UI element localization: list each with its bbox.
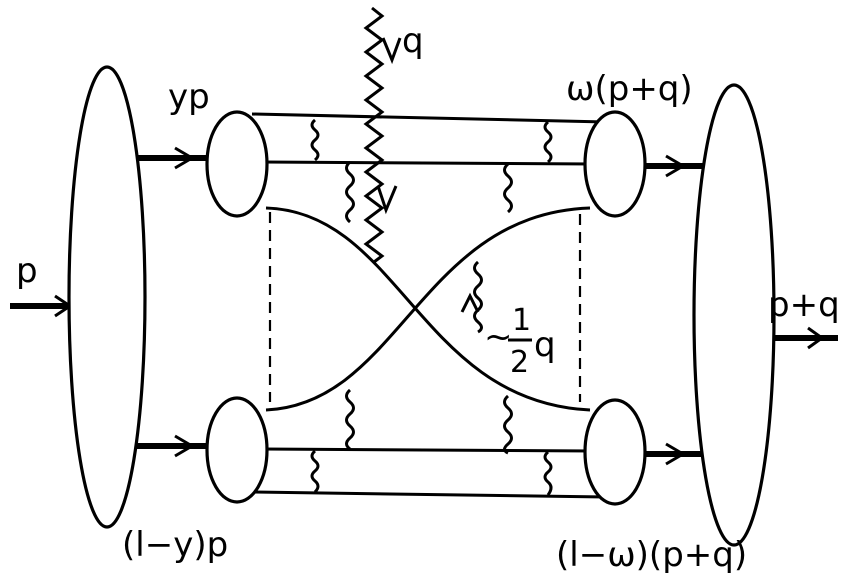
label-yp: yp [168,77,210,117]
gluon-middle-right [503,162,513,214]
arrow-yp [174,146,195,170]
label-q: q [402,21,424,61]
label-tilde: ~ [484,317,513,357]
label-1-minus-omega-p-plus-q: (l−ω)(p+q) [556,535,747,575]
label-p-plus-q: p+q [768,285,840,325]
arrow-omega [665,154,686,178]
gluon-upper-right [543,120,553,164]
label-half-denominator: 2 [510,345,529,380]
crossing-curve-down [265,206,591,412]
small-blob-bottom-left [205,396,269,504]
gluon-bottom-left [310,449,320,494]
photon-line [363,6,385,264]
photon-arrow-lower [376,185,398,215]
arrow-1-y-p [174,434,195,458]
upper-quark-bottom [261,160,595,166]
gluon-half-q [473,260,483,334]
gluon-lower-left [345,388,355,451]
gluon-lower-right [503,394,513,455]
photon-arrow-top [381,37,402,65]
final-state-blob [692,83,776,547]
small-blob-top-left [205,110,269,218]
lower-quark-bottom [251,490,607,499]
crossing-curve-up [265,206,591,412]
initial-state-blob [67,65,147,529]
small-blob-top-right [583,110,647,218]
arrow-1-omega [665,442,686,466]
label-p: p [16,251,38,291]
label-omega-p-plus-q: ω(p+q) [566,69,693,109]
upper-quark-top [251,112,607,124]
label-half-q: q [534,325,556,365]
lower-quark-top [261,447,595,453]
half-q-arrow [460,292,480,313]
gluon-bottom-right [543,450,553,496]
label-half-numerator: 1 [512,303,531,338]
gluon-middle-left [345,160,355,224]
outgoing-arrow [807,326,825,350]
label-1-minus-y-p: (l−y)p [122,525,228,565]
gluon-upper-left [310,118,320,162]
small-blob-bottom-right [583,398,647,506]
